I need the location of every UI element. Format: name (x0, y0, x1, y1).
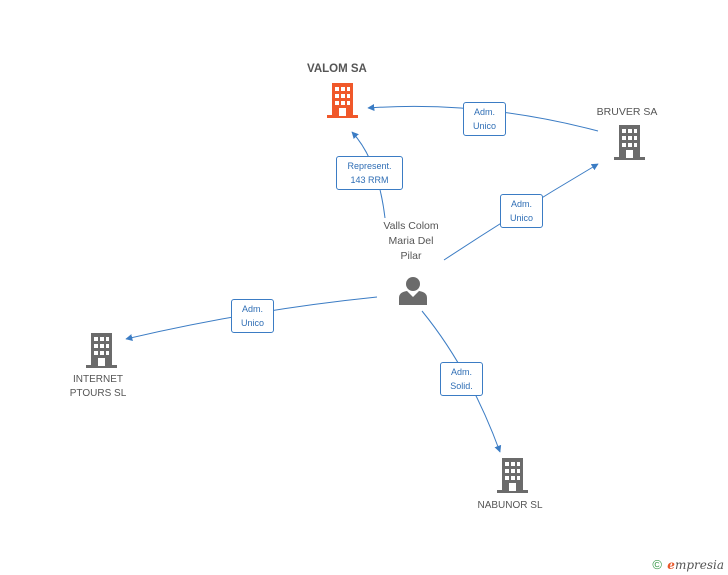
brand-logo: empresia (667, 558, 724, 572)
node-label-bruver[interactable]: BRUVER SA (596, 106, 658, 118)
edge-label-bruver-valom: Adm. Unico (463, 102, 506, 136)
brand-rest: mpresia (674, 558, 724, 572)
edge-label-line: Adm. (473, 107, 495, 117)
node-label-nabunor[interactable]: NABUNOR SL (477, 500, 543, 511)
edge-label-line: Unico (472, 121, 496, 131)
edge-label-line: Represent. (347, 161, 392, 171)
person-label-line-1: Valls Colom (383, 220, 439, 232)
internet-label-line-1: INTERNET (73, 374, 123, 385)
building-icon-valom[interactable] (327, 83, 358, 119)
edge-label-line: 143 RRM (350, 175, 389, 185)
footer-brand[interactable]: © empresia (652, 557, 724, 572)
person-label-line-2: Maria Del (388, 235, 434, 247)
copyright-icon: © (652, 557, 662, 572)
edge-label-person-nabunor: Adm. Solid. (440, 362, 483, 396)
edge-label-person-internet: Adm. Unico (231, 299, 274, 333)
internet-label-line-2: PTOURS SL (69, 388, 127, 399)
building-icon-internet[interactable] (86, 333, 117, 369)
node-label-person[interactable]: Valls Colom Maria Del Pilar (370, 219, 452, 264)
node-label-internet[interactable]: INTERNET PTOURS SL (58, 373, 138, 401)
person-icon[interactable] (398, 276, 428, 305)
edge-label-line: Adm. (510, 199, 532, 209)
edge-label-person-valom: Represent. 143 RRM (336, 156, 403, 190)
node-label-valom[interactable]: VALOM SA (307, 63, 367, 75)
edge-label-line: Adm. (450, 367, 472, 377)
person-label-line-3: Pilar (400, 250, 422, 262)
edge-label-person-bruver: Adm. Unico (500, 194, 543, 228)
building-icon-nabunor[interactable] (497, 458, 528, 494)
edge-label-line: Solid. (450, 381, 473, 391)
edge-label-line: Adm. (241, 304, 263, 314)
brand-initial: e (667, 558, 675, 572)
edge-label-line: Unico (509, 213, 533, 223)
building-icon-bruver[interactable] (614, 125, 645, 161)
edge-label-line: Unico (240, 318, 264, 328)
